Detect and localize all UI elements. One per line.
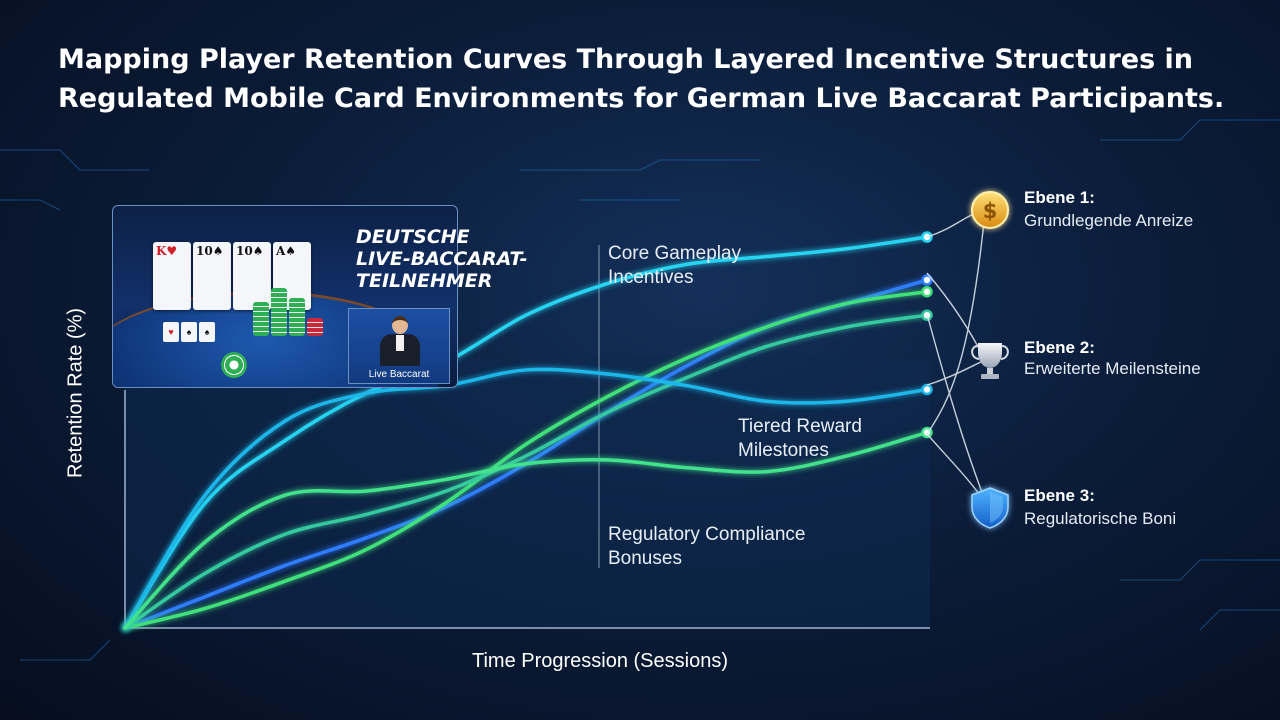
svg-text:$: $ xyxy=(983,199,998,223)
playing-card: 10♠ xyxy=(193,242,231,310)
annotation-core-gameplay: Core Gameplay Incentives xyxy=(608,243,742,288)
series-layer xyxy=(123,231,933,630)
gold-coin-icon: $ xyxy=(971,191,1009,229)
series-line-4 xyxy=(123,313,929,630)
tier-2-heading: Ebene 2: xyxy=(1024,338,1095,357)
series-endpoint-3 xyxy=(921,285,933,298)
series-line-3 xyxy=(123,289,929,630)
tier-3-label: Regulatorische Boni xyxy=(1024,509,1177,528)
inset-title: DEUTSCHE LIVE-BACCARAT- TEILNEHMER xyxy=(356,226,528,292)
shield-icon xyxy=(971,487,1009,529)
playing-card: K♥ xyxy=(153,242,191,310)
tier-1-heading: Ebene 1: xyxy=(1024,188,1095,207)
tier-1-label: Grundlegende Anreize xyxy=(1024,211,1194,230)
plot-panel xyxy=(125,357,930,628)
series-line-5 xyxy=(123,367,929,630)
chip-stack-icon xyxy=(307,318,323,336)
series-endpoint-2 xyxy=(921,274,933,286)
mini-card-icon: ♠ xyxy=(181,322,197,342)
chip-stack-icon xyxy=(289,298,305,336)
circuit-decoration xyxy=(0,119,1280,661)
chip-icon xyxy=(221,352,247,378)
annotation-regulatory: Regulatory Compliance Bonuses xyxy=(608,524,806,569)
trophy-icon xyxy=(971,343,1009,379)
chart-title-line-2: Regulated Mobile Card Environments for G… xyxy=(58,83,1225,114)
chart-title-line-1: Mapping Player Retention Curves Through … xyxy=(58,44,1194,75)
annotation-tiered-reward: Tiered Reward Milestones xyxy=(738,416,862,461)
mini-card-icon: ♠ xyxy=(199,322,215,342)
dealer-icon xyxy=(392,316,408,334)
playing-card: 10♠ xyxy=(233,242,271,310)
chart-title: Mapping Player Retention Curves Through … xyxy=(58,40,1238,118)
chip-stack-icon xyxy=(271,288,287,336)
live-dealer-thumbnail: Live Baccarat xyxy=(348,308,450,384)
tier-2-label: Erweiterte Meilensteine xyxy=(1024,359,1201,378)
series-endpoint-5 xyxy=(921,383,933,396)
tier-connectors xyxy=(926,209,988,506)
chip-stack-icon xyxy=(253,302,269,336)
inset-baccarat-image: K♥ 10♠ 10♠ A♠ ♥ ♠ ♠ Live Baccarat xyxy=(112,205,458,388)
series-line-1 xyxy=(123,235,929,630)
mini-card-icon: ♥ xyxy=(163,322,179,342)
y-axis-label: Retention Rate (%) xyxy=(64,307,87,479)
tier-3-heading: Ebene 3: xyxy=(1024,486,1095,505)
dealer-label: Live Baccarat xyxy=(368,369,430,380)
x-axis-label: Time Progression (Sessions) xyxy=(471,650,729,672)
series-line-6 xyxy=(123,430,929,630)
